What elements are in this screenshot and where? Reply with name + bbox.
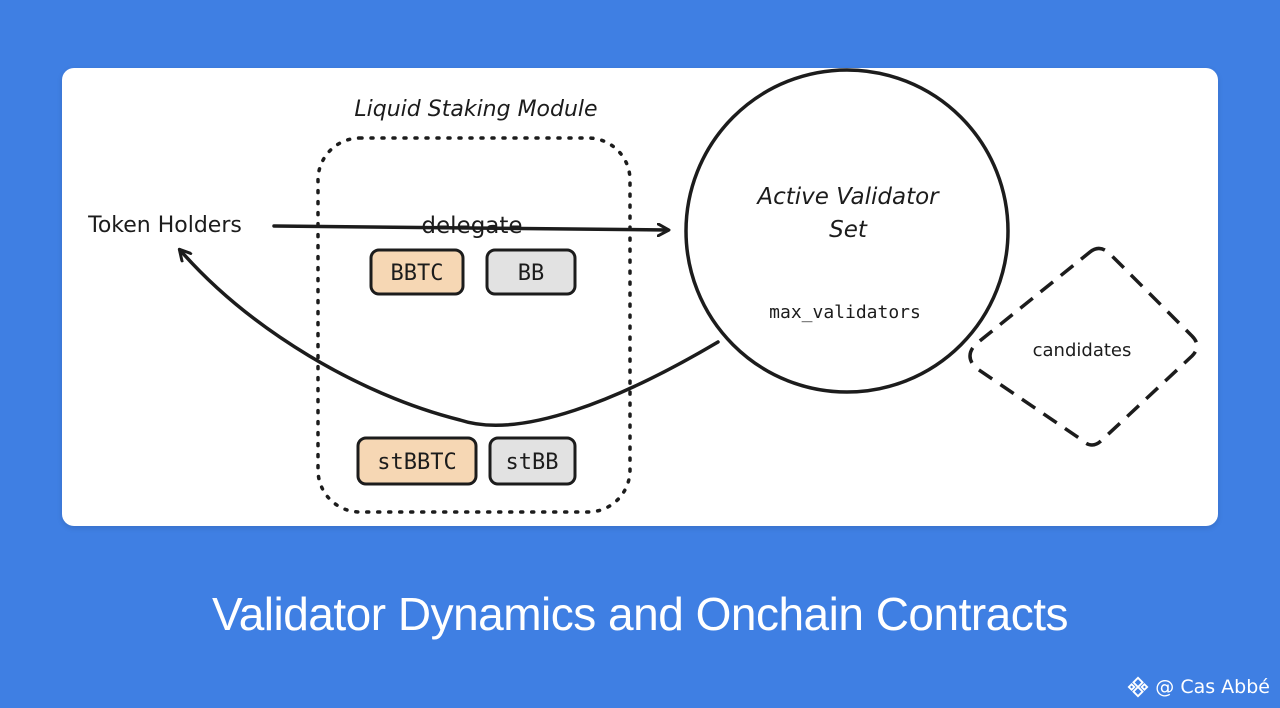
diagram-card <box>62 68 1218 526</box>
validator-set-label-line2: Set <box>829 217 868 243</box>
watermark-text: @ Cas Abbé <box>1155 676 1270 698</box>
active-validator-set-circle <box>684 68 1010 394</box>
delegate-arrow <box>272 226 668 230</box>
token-stbbtc-label: stBBTC <box>377 450 456 475</box>
token-stbb-label: stBB <box>506 450 559 475</box>
candidates-diamond <box>968 246 1199 447</box>
liquid-staking-module-box <box>316 136 632 514</box>
return-arrow <box>180 250 720 427</box>
token-bbtc-box <box>369 248 465 296</box>
validator-set-label-line1: Active Validator <box>755 184 940 210</box>
token-bb-label: BB <box>518 261 545 286</box>
token-bb-box <box>485 248 577 296</box>
token-bbtc-label: BBTC <box>391 261 444 286</box>
module-label: Liquid Staking Module <box>354 97 597 122</box>
candidates-label: candidates <box>1033 340 1132 361</box>
watermark: @ Cas Abbé <box>1127 676 1270 698</box>
token-stbbtc-box <box>356 436 478 486</box>
delegate-label: delegate <box>421 213 522 239</box>
max-validators-label: max_validators <box>769 302 921 323</box>
binance-logo-icon <box>1127 676 1149 698</box>
token-stbb-box <box>488 436 577 486</box>
page-title: Validator Dynamics and Onchain Contracts <box>211 588 1069 640</box>
token-holders-label: Token Holders <box>87 213 242 238</box>
